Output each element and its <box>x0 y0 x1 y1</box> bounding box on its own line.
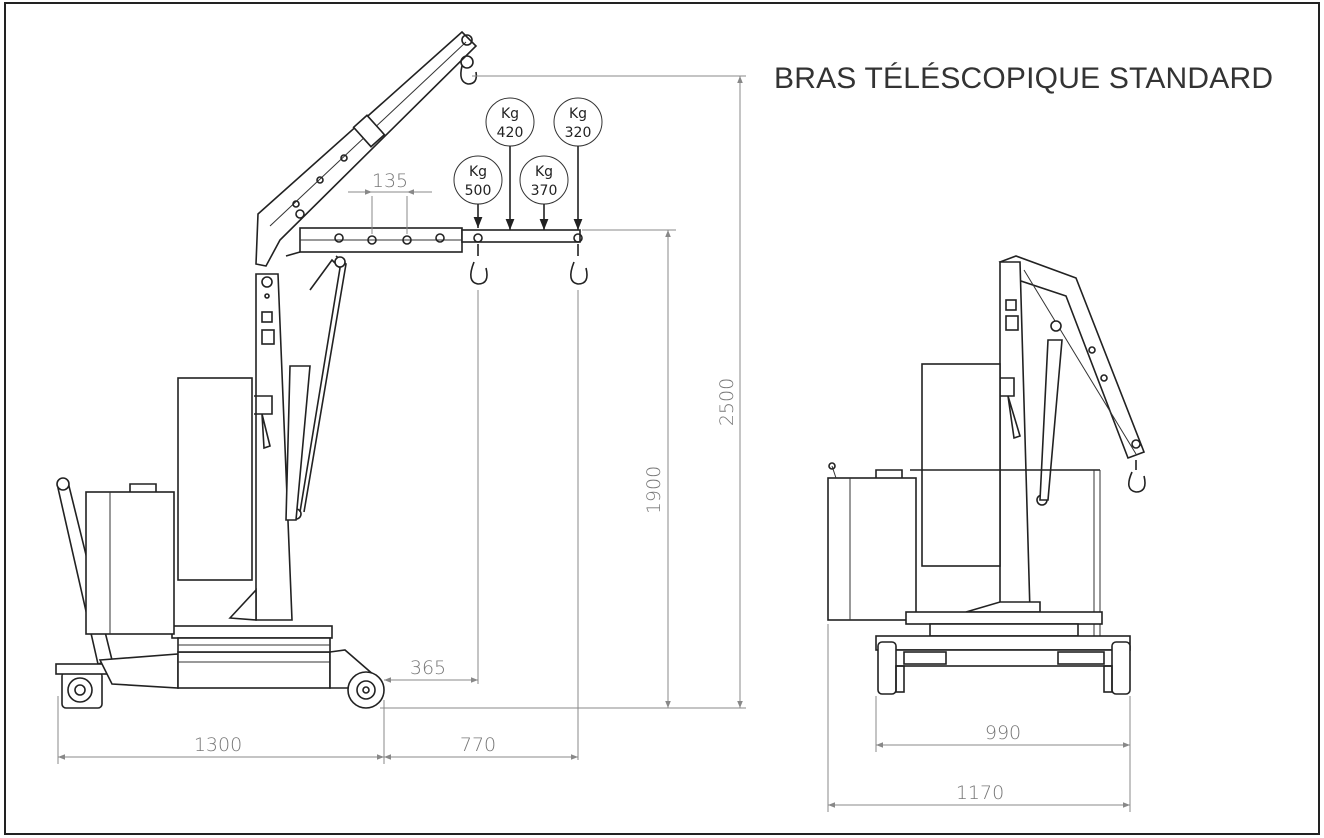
load-370-value: 370 <box>531 183 558 199</box>
load-callout-370: Kg 370 <box>519 155 569 230</box>
load-callouts: Kg 500 Kg 420 Kg 370 Kg 320 <box>453 97 603 230</box>
drawing-title: BRAS TÉLÉSCOPIQUE STANDARD <box>774 62 1274 95</box>
load-320-value: 320 <box>565 125 592 141</box>
hook-320 <box>570 244 588 285</box>
front-view-crane <box>827 255 1146 695</box>
dim-990: 990 <box>985 722 1021 744</box>
sheet-border <box>4 2 1320 835</box>
load-370-unit: Kg <box>535 164 553 180</box>
dim-135: 135 <box>372 170 408 192</box>
load-callout-500: Kg 500 <box>453 155 503 228</box>
hook-500 <box>470 244 488 285</box>
dim-1900: 1900 <box>643 466 665 514</box>
dim-770: 770 <box>460 734 496 756</box>
load-500-unit: Kg <box>469 164 487 180</box>
load-callout-320: Kg 320 <box>553 97 603 230</box>
load-420-value: 420 <box>497 125 524 141</box>
front-view-dimensions: 990 1170 <box>827 624 1131 812</box>
load-420-unit: Kg <box>501 106 519 122</box>
load-500-value: 500 <box>465 183 492 199</box>
dim-2500: 2500 <box>716 378 738 426</box>
side-view-crane <box>55 30 588 709</box>
dim-1300: 1300 <box>194 734 242 756</box>
dim-365: 365 <box>410 657 446 679</box>
load-callout-420: Kg 420 <box>485 97 535 230</box>
load-320-unit: Kg <box>569 106 587 122</box>
dim-1170: 1170 <box>956 782 1004 804</box>
side-view-dimensions: 135 365 1300 770 1900 2500 <box>57 75 746 764</box>
